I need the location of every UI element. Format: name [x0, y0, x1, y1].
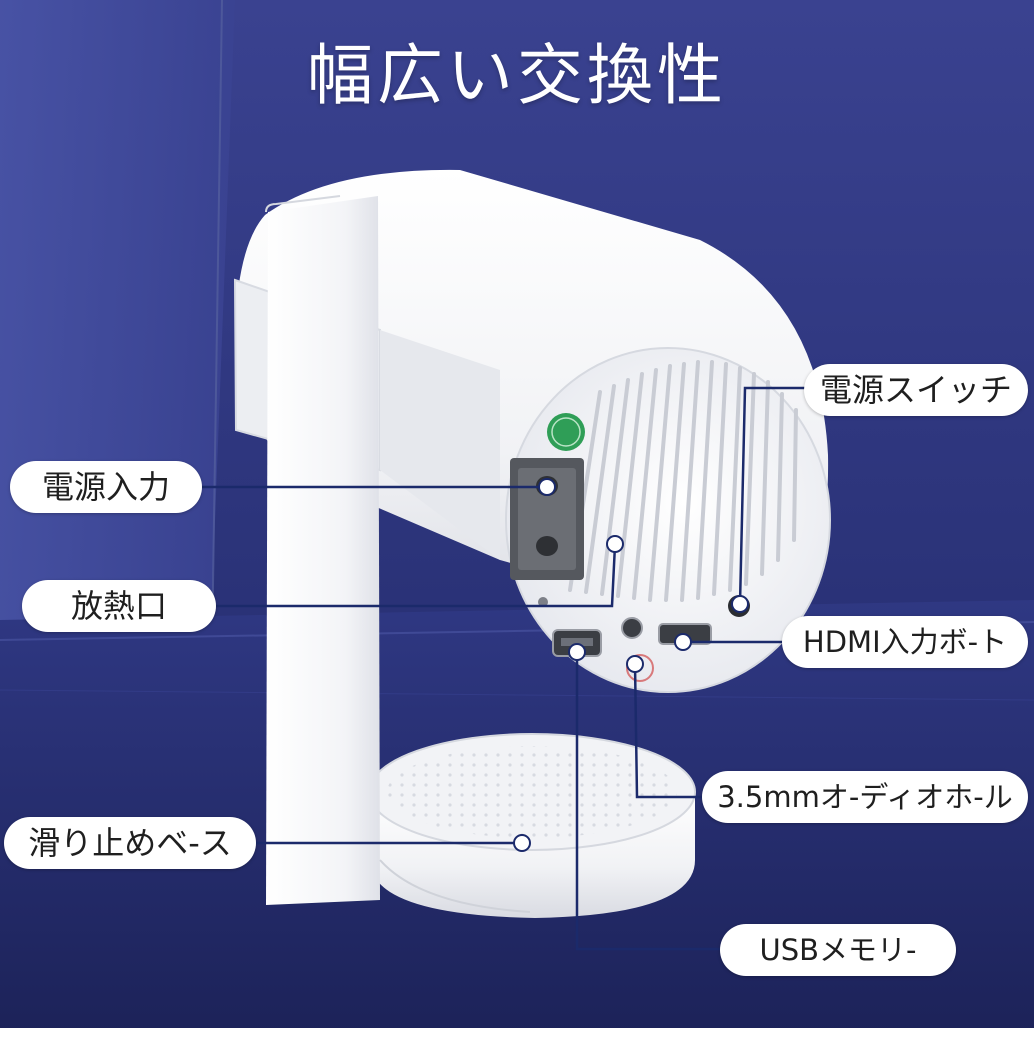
leader-endpoints [513, 478, 749, 852]
stand-arm [265, 195, 531, 913]
label-vent: 放熱口 [22, 580, 216, 632]
label-anti-slip-base: 滑り止めベ-ス [4, 817, 256, 869]
anti-slip-base [368, 733, 696, 918]
audio-jack [621, 617, 643, 639]
label-power-input: 電源入力 [10, 461, 202, 513]
label-usb-memory: USBメモリ- [720, 924, 956, 976]
label-hdmi-input-port: HDMI入力ボ-ト [782, 616, 1028, 668]
page-title: 幅広い交換性 [307, 37, 727, 114]
label-power-switch: 電源スイッチ [804, 364, 1028, 416]
leader-lines [190, 386, 810, 951]
label-audio-jack: 3.5mmオ-ディオホ-ル [702, 771, 1028, 823]
vent-grille [568, 360, 798, 602]
